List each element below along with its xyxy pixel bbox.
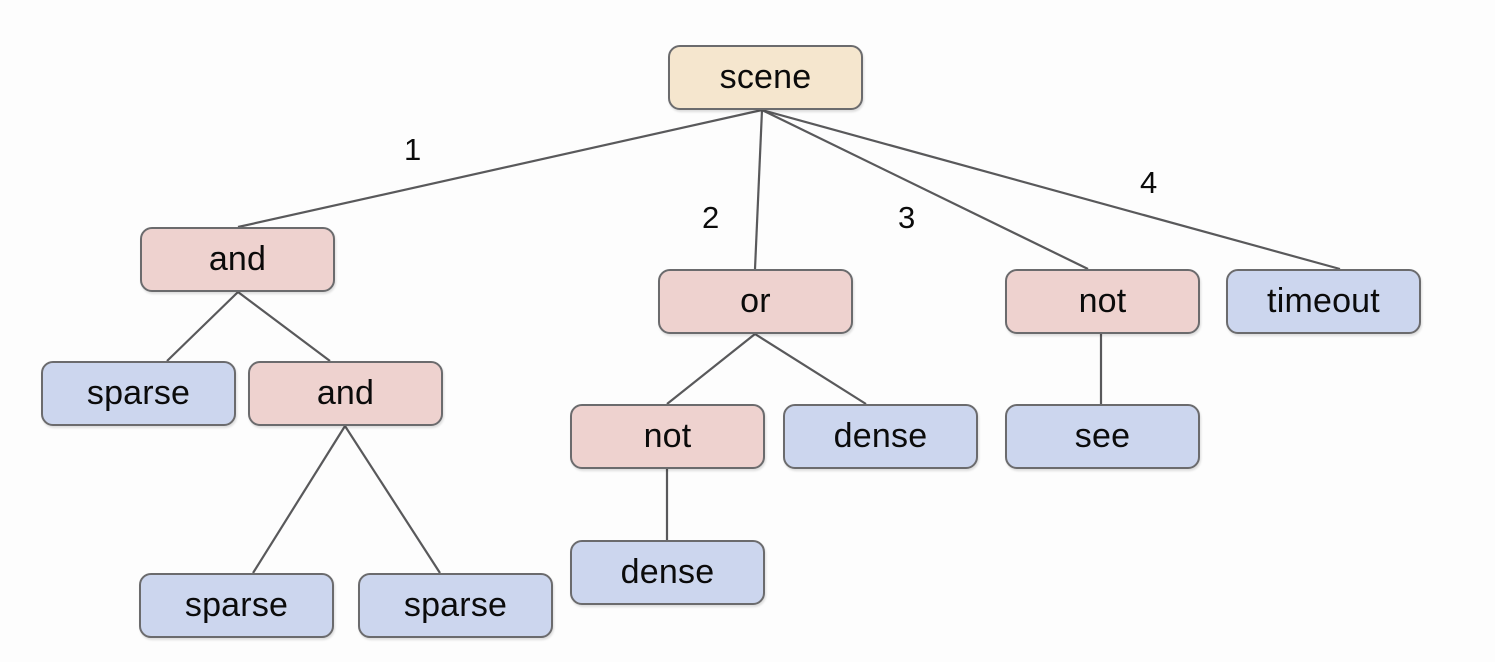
tree-edge-or1-to-dense1 [754, 333, 867, 405]
tree-edge-and2-to-sparse2 [252, 425, 346, 574]
tree-node-not1[interactable]: not [1005, 269, 1200, 334]
tree-node-label: dense [620, 552, 715, 591]
tree-node-label: timeout [1267, 281, 1380, 320]
tree-node-label: dense [833, 416, 928, 455]
tree-node-and2[interactable]: and [248, 361, 443, 426]
tree-node-scene[interactable]: scene [668, 45, 863, 110]
edge-order-label-3: 3 [898, 200, 916, 235]
tree-node-see[interactable]: see [1005, 404, 1200, 469]
tree-node-sparse1[interactable]: sparse [41, 361, 236, 426]
tree-node-label: sparse [184, 585, 289, 624]
tree-node-label: or [740, 281, 771, 320]
tree-edge-scene-to-and1 [237, 108, 763, 229]
tree-edge-and1-to-and2 [237, 291, 331, 362]
edge-order-label-4: 4 [1140, 165, 1158, 200]
tree-node-label: scene [719, 57, 812, 96]
tree-node-or1[interactable]: or [658, 269, 853, 334]
edge-order-label-2: 2 [702, 200, 720, 235]
tree-edge-and2-to-sparse3 [344, 425, 441, 574]
tree-node-dense1[interactable]: dense [783, 404, 978, 469]
tree-node-label: sparse [403, 585, 508, 624]
tree-edge-and1-to-sparse1 [166, 291, 239, 362]
tree-edge-scene-to-or1 [753, 109, 764, 270]
tree-edge-scene-to-timeout [761, 108, 1341, 271]
tree-node-label: not [1078, 281, 1127, 320]
tree-edge-or1-to-not2 [666, 333, 756, 405]
tree-node-label: and [316, 373, 375, 412]
tree-edge-scene-to-not1 [761, 109, 1089, 270]
tree-node-sparse2[interactable]: sparse [139, 573, 334, 638]
tree-node-label: and [208, 239, 267, 278]
tree-node-label: see [1074, 416, 1131, 455]
tree-node-sparse3[interactable]: sparse [358, 573, 553, 638]
tree-node-and1[interactable]: and [140, 227, 335, 292]
tree-node-timeout[interactable]: timeout [1226, 269, 1421, 334]
edge-order-label-1: 1 [404, 132, 422, 167]
tree-node-label: not [643, 416, 692, 455]
tree-node-label: sparse [86, 373, 191, 412]
tree-node-dense2[interactable]: dense [570, 540, 765, 605]
tree-node-not2[interactable]: not [570, 404, 765, 469]
